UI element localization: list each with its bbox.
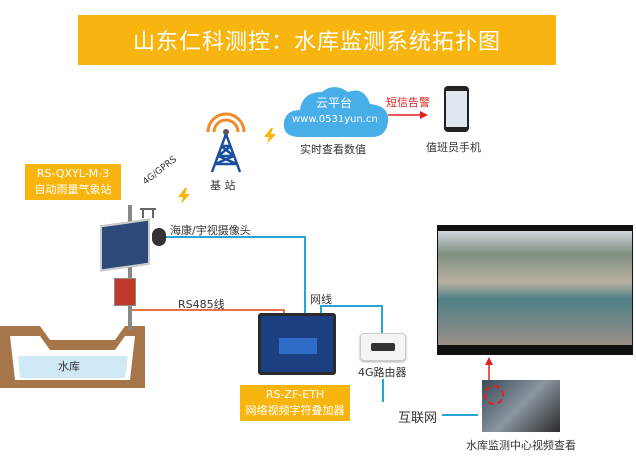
camera-icon	[152, 228, 166, 246]
internet-cable	[382, 379, 384, 402]
base-station-label: 基 站	[210, 179, 236, 192]
video-screen	[437, 225, 633, 355]
camera-cable	[304, 236, 306, 314]
center-caption: 水库监测中心视频查看	[466, 439, 576, 452]
alert-label: 短信告警	[386, 96, 430, 109]
rs485-cable	[283, 309, 285, 315]
overlay-name: 网络视频字符叠加器	[245, 404, 345, 417]
monitoring-center-photo	[482, 380, 560, 432]
cloud-name: 云平台	[316, 96, 353, 110]
overlay-device-icon	[258, 313, 336, 375]
lightning-icon	[264, 128, 276, 144]
phone-caption: 值班员手机	[426, 141, 481, 154]
control-box-icon	[114, 278, 136, 306]
cloud-caption: 实时查看数值	[300, 143, 366, 156]
router-icon	[360, 333, 406, 361]
overlay-label: RS-ZF-ETH 网络视频字符叠加器	[240, 385, 350, 421]
solar-panel-icon	[100, 218, 150, 272]
station-name: 自动雨量气象站	[34, 183, 112, 196]
anemometer-icon	[140, 208, 156, 218]
ethernet-cable	[381, 305, 383, 333]
ethernet-label: 网线	[310, 293, 332, 306]
station-pole	[128, 205, 132, 330]
ethernet-cable	[320, 305, 322, 314]
overlay-model: RS-ZF-ETH	[265, 388, 325, 401]
alert-arrow-icon	[388, 111, 428, 119]
base-station-tower-icon	[206, 112, 246, 173]
station-label: RS-QXYL-M-3 自动雨量气象站	[25, 164, 121, 200]
reservoir-illustration	[0, 326, 145, 388]
router-label: 4G路由器	[358, 366, 407, 379]
cloud-url: www.0531yun.cn	[292, 114, 378, 125]
cloud-icon	[283, 87, 389, 137]
reservoir-label: 水库	[58, 360, 80, 373]
camera-cable	[166, 236, 306, 238]
internet-cable	[442, 414, 478, 416]
rs485-cable	[132, 309, 284, 311]
station-model: RS-QXYL-M-3	[36, 167, 110, 180]
phone-icon	[444, 86, 469, 132]
internet-label: 互联网	[398, 411, 438, 426]
rs485-label: RS485线	[178, 298, 225, 311]
page-title: 山东仁科测控：水库监测系统拓扑图	[78, 15, 556, 65]
4g-link-label: 4G/GPRS	[141, 154, 179, 188]
lightning-icon	[178, 188, 190, 204]
ethernet-cable	[320, 305, 382, 307]
camera-label: 海康/宇视摄像头	[170, 224, 251, 237]
